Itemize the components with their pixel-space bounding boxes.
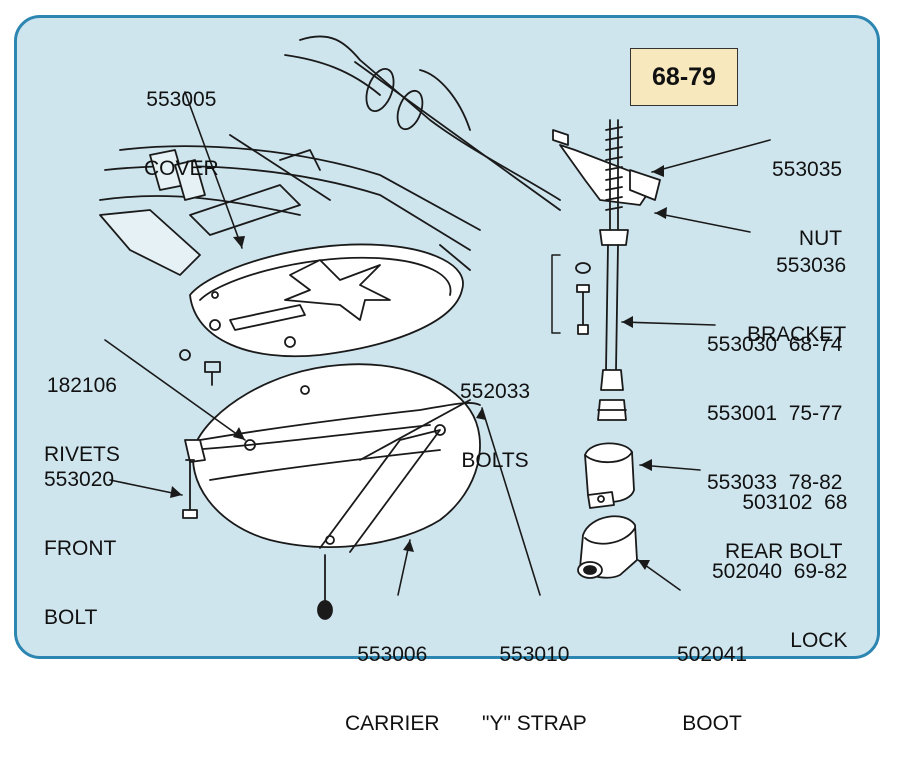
diagram-frame — [14, 15, 880, 659]
front-bolt-line-3: BOLT — [44, 606, 98, 629]
rear-bolt-row-2: 553001 75-77 — [707, 402, 843, 425]
boot-part-name: BOOT — [682, 712, 742, 735]
carrier-part-number: 553006 — [357, 643, 428, 666]
carrier-bottom-bolt — [317, 554, 333, 620]
arrowheads — [170, 165, 667, 570]
lock-row-1: 503102 68 — [742, 491, 848, 514]
cover-part — [189, 243, 471, 358]
bracket-part — [552, 129, 661, 206]
rear-bolt-row-1: 553030 68-74 — [707, 333, 843, 356]
bracket-part-number: 553036 — [776, 254, 847, 277]
lock-label: 503102 68 502040 69-82 LOCK — [712, 445, 847, 675]
boot-part — [577, 515, 638, 579]
cover-label: 553005 COVER — [144, 42, 219, 203]
rear-bolt-part — [597, 119, 629, 421]
front-bolt-label: 553020 FRONT BOLT — [44, 422, 116, 652]
front-bolt-line-2: FRONT — [44, 537, 117, 560]
small-hardware — [179, 349, 221, 386]
year-range-badge: 68-79 — [630, 48, 738, 106]
bolts-part-number: 552033 — [460, 380, 531, 403]
front-bolt-part — [182, 459, 198, 519]
front-bolt-part-number: 553020 — [44, 468, 115, 491]
lock-row-2: 502040 69-82 — [712, 560, 848, 583]
y-strap-part-number: 553010 — [499, 643, 570, 666]
cover-part-number: 553005 — [146, 88, 217, 111]
nut-label: 553035 NUT — [772, 112, 842, 273]
bracket-label: 553036 BRACKET — [747, 208, 846, 369]
leader-lines — [104, 91, 771, 596]
bolts-part-name: BOLTS — [461, 449, 529, 472]
boot-part-number: 502041 — [677, 643, 748, 666]
nut-part-name: NUT — [798, 227, 843, 250]
rear-bolt-part-name: REAR BOLT — [725, 540, 843, 563]
bolts-part — [551, 254, 591, 335]
carrier-part — [184, 363, 481, 553]
rear-bolt-row-3: 553033 78-82 — [707, 471, 843, 494]
boot-label: 502041 BOOT — [677, 597, 747, 758]
car-body-panel — [99, 35, 561, 276]
lock-part — [584, 442, 635, 509]
y-strap-part-name: "Y" STRAP — [482, 712, 587, 735]
cover-part-name: COVER — [144, 157, 219, 180]
carrier-label: 553006 CARRIER — [345, 597, 440, 758]
lock-part-name: LOCK — [790, 629, 848, 652]
rivets-label: 182106 RIVETS — [44, 328, 120, 489]
nut-part-number: 553035 — [772, 158, 843, 181]
carrier-part-name: CARRIER — [345, 712, 440, 735]
rivets-part-number: 182106 — [46, 374, 117, 397]
rear-bolt-label: 553030 68-74 553001 75-77 553033 78-82 R… — [707, 287, 842, 586]
y-strap-label: 553010 "Y" STRAP — [482, 597, 587, 758]
bracket-part-name: BRACKET — [747, 323, 847, 346]
bolts-label: 552033 BOLTS — [460, 334, 530, 495]
rivets-part-name: RIVETS — [44, 443, 120, 466]
parts-illustration — [99, 35, 771, 620]
